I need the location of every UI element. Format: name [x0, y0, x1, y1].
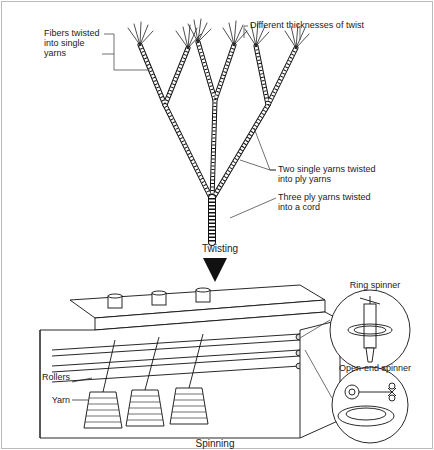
part-label: Rollers	[10, 372, 70, 382]
spinning-frame	[40, 285, 340, 438]
detail-label: Open-end spinner	[330, 363, 420, 373]
open-end-spinner-detail	[332, 367, 408, 443]
detail-label: Ring spinner	[330, 280, 420, 290]
callout-lines	[300, 320, 332, 398]
callout-label: Two single yarns twisted into ply yarns	[278, 164, 388, 184]
stage-title: Twisting	[190, 244, 250, 254]
stage-title: Spinning	[180, 439, 250, 449]
callout-label: Fibers twisted into single yarns	[44, 28, 106, 58]
leader-lines	[102, 26, 300, 218]
callout-label: Three ply yarns twisted into a cord	[278, 192, 378, 212]
ring-spinner-detail	[330, 290, 410, 370]
part-label: Yarn	[10, 395, 70, 405]
callout-label: Different thicknesses of twist	[250, 20, 400, 30]
flow-arrow	[214, 258, 217, 270]
